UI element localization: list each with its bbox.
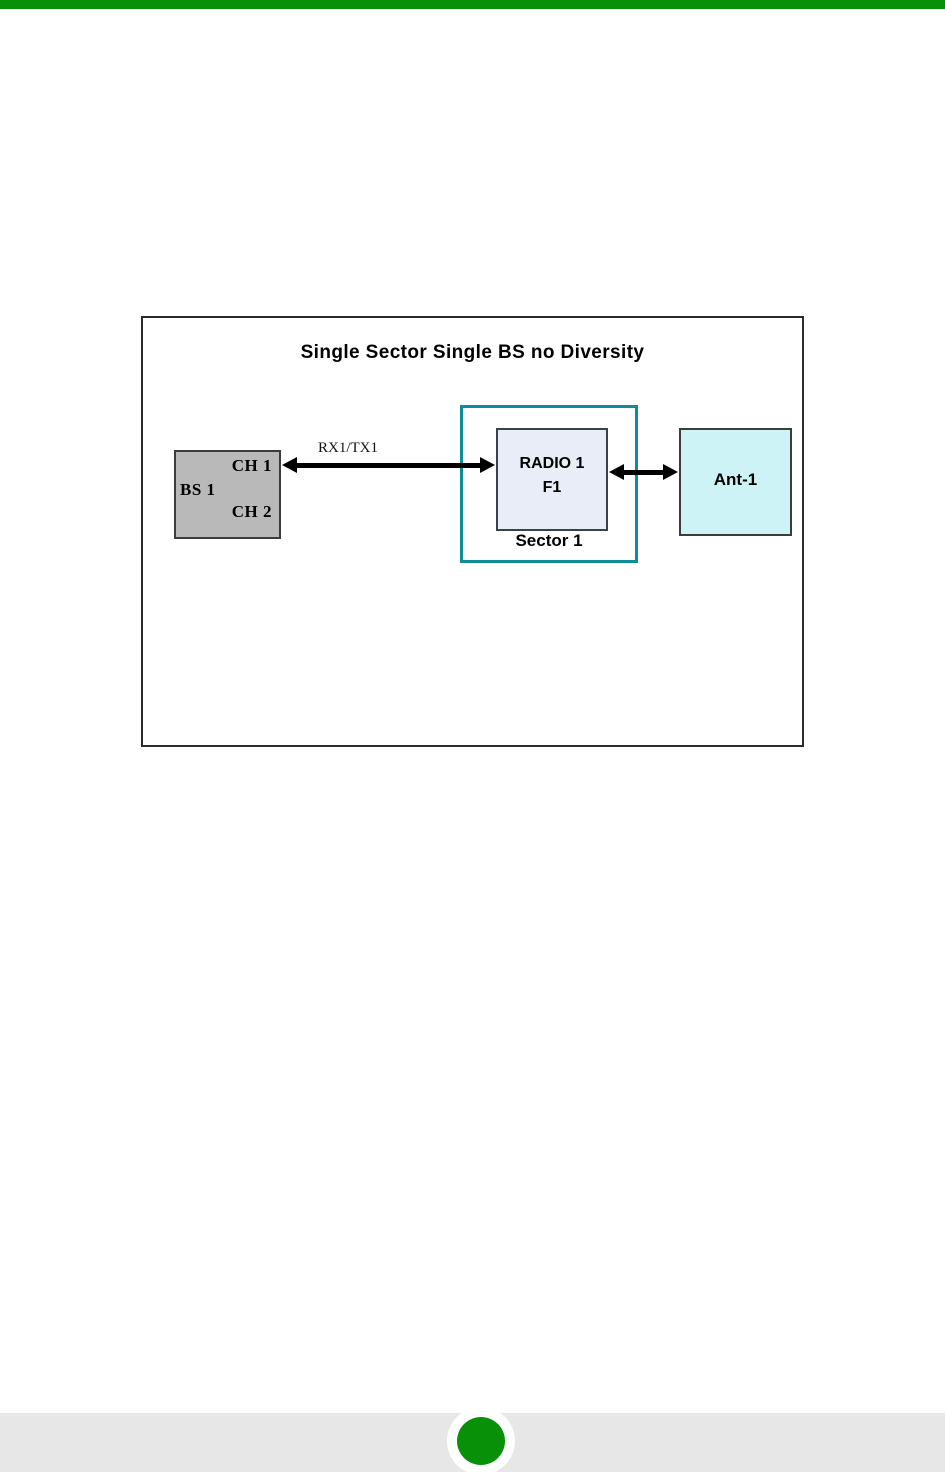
radio1-name-label: RADIO 1 — [519, 454, 585, 472]
arrowhead-right-icon — [663, 464, 678, 480]
radio1-frequency-label: F1 — [542, 478, 562, 496]
link-radio1-ant1-arrow — [609, 464, 678, 480]
arrowhead-left-icon — [609, 464, 624, 480]
ant1-label: Ant-1 — [713, 470, 758, 489]
sector1-label: Sector 1 — [515, 531, 583, 550]
bs1-label: BS 1 — [180, 480, 216, 499]
link-bs1-radio1-arrow — [282, 457, 495, 473]
ant1-box: Ant-1 — [679, 428, 792, 536]
radio1-box: RADIO 1 F1 — [496, 428, 608, 531]
top-accent-bar — [0, 0, 945, 9]
bs1-ch1-port-label: CH 1 — [231, 456, 272, 475]
diagram-title: Single Sector Single BS no Diversity — [300, 342, 645, 363]
bs1-ch2-port-label: CH 2 — [231, 502, 272, 521]
rx1-tx1-link-label: RX1/TX1 — [318, 440, 378, 456]
arrow-shaft — [624, 469, 663, 475]
arrowhead-right-icon — [480, 457, 495, 473]
arrowhead-left-icon — [282, 457, 297, 473]
arrow-shaft — [297, 462, 480, 468]
bs1-box: CH 1 BS 1 CH 2 — [174, 450, 281, 539]
footer-green-dot — [457, 1417, 505, 1465]
